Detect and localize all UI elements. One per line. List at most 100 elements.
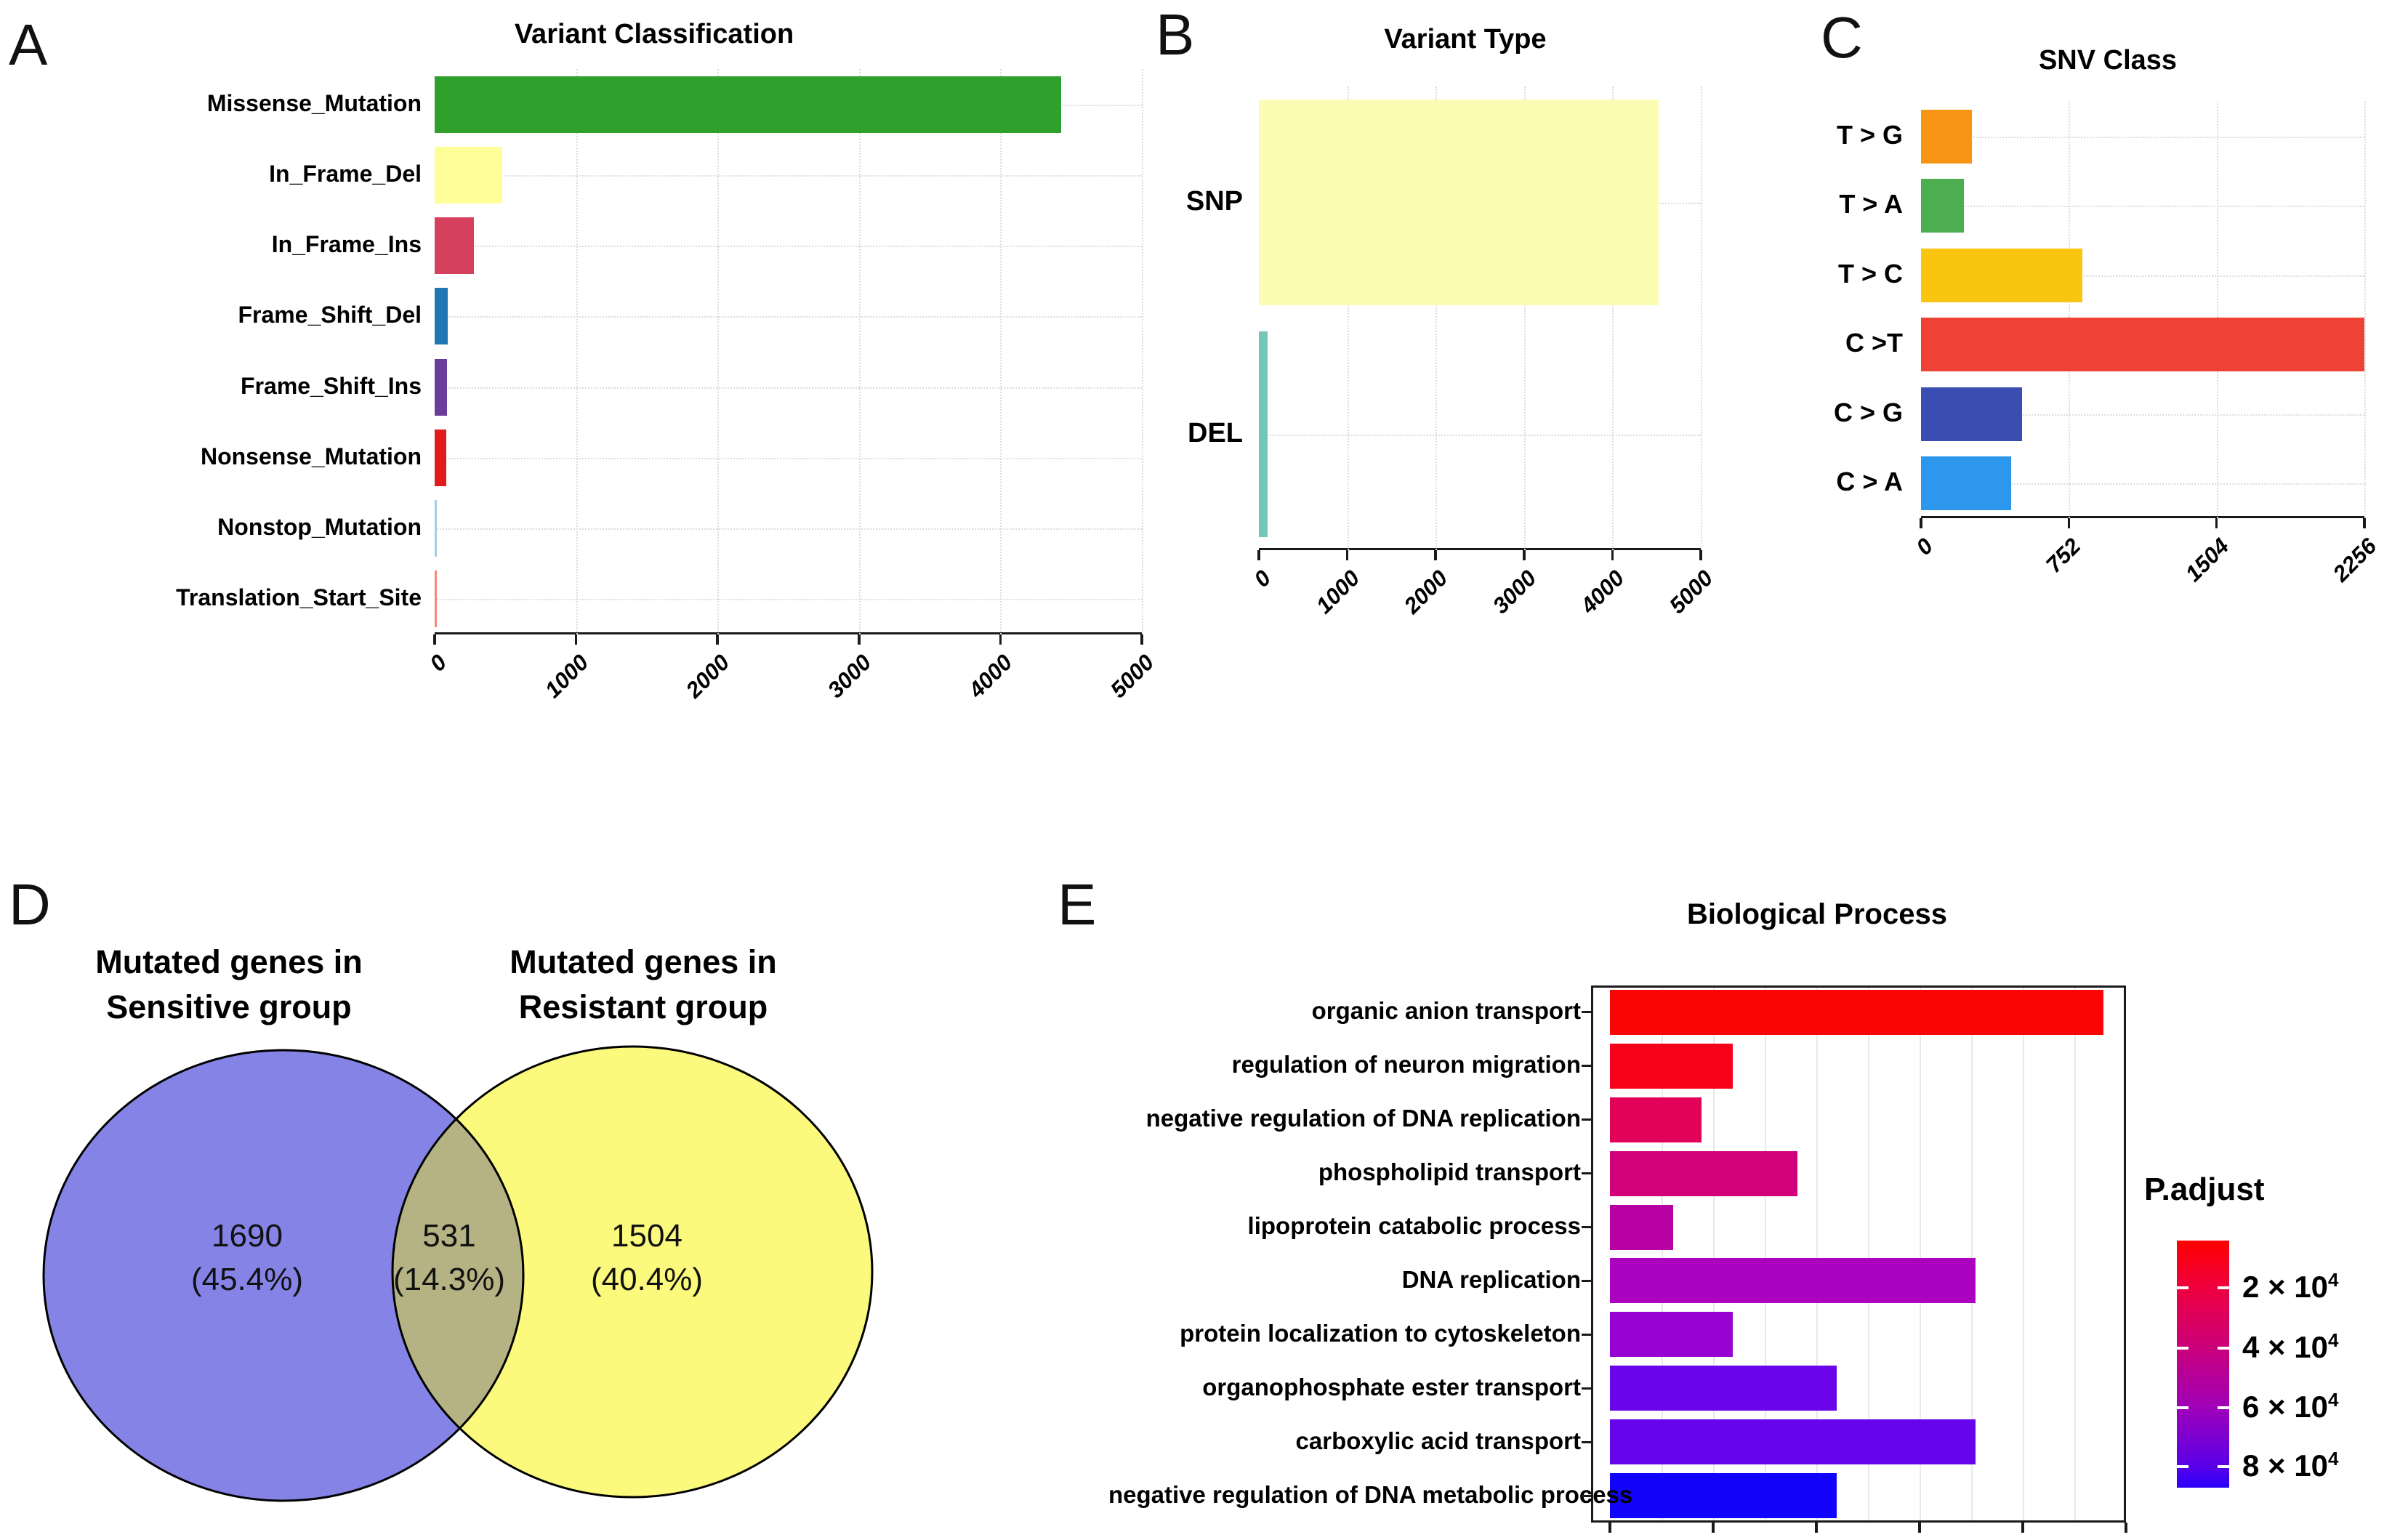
axis-tick-label: 3000 — [1487, 565, 1542, 619]
bar-lipoprotein-catabolic-process — [1610, 1204, 1673, 1250]
bar-frame-shift-ins — [435, 358, 447, 416]
bar-c-t — [1921, 318, 2364, 372]
axis-tick — [2215, 518, 2218, 528]
colorbar-tick — [2177, 1406, 2188, 1409]
grid-line — [1523, 86, 1526, 550]
grid-line — [1920, 988, 1921, 1520]
legend-tick-base: 2 × 10 — [2242, 1269, 2328, 1304]
axis-tick — [1582, 1065, 1591, 1068]
category-label-negative-regulation-of-dna-replication: negative regulation of DNA replication — [1145, 1105, 1581, 1132]
grid-line — [2364, 102, 2366, 518]
axis-tick — [858, 634, 861, 645]
grid-line — [1765, 988, 1766, 1520]
bar-missense-mutation — [435, 76, 1062, 133]
axis-tick — [1608, 1523, 1611, 1533]
axis-tick-label: 0 — [1249, 565, 1276, 592]
bar-c-g — [1921, 387, 2023, 441]
grid-line — [1713, 988, 1715, 1520]
category-label-lipoprotein-catabolic-process: lipoprotein catabolic process — [1247, 1212, 1581, 1240]
grid-line — [435, 246, 1142, 248]
panel-letter-c: C — [1821, 5, 1863, 70]
grid-line — [435, 599, 1142, 601]
axis-tick — [1920, 518, 1922, 528]
grid-line — [1921, 206, 2364, 208]
venn-overlap-value: 531 — [422, 1218, 475, 1254]
axis-tick — [1582, 1118, 1591, 1121]
axis-tick — [999, 634, 1002, 645]
venn-right-ellipse — [392, 1047, 872, 1497]
bar-translation-start-site — [435, 571, 437, 628]
axis-tick — [716, 634, 719, 645]
axis-tick-label: 2000 — [681, 649, 735, 704]
axis-tick-label: 2256 — [2327, 533, 2382, 587]
grid-line — [435, 387, 1142, 389]
bar-nonstop-mutation — [435, 500, 437, 557]
grid-line — [1259, 434, 1701, 436]
bar-frame-shift-del — [435, 288, 448, 345]
bar-protein-localization-to-cytoskeleton — [1610, 1312, 1733, 1358]
legend-tick-exponent: 4 — [2327, 1329, 2339, 1351]
legend-tick-label-1: 4 × 104 — [2242, 1331, 2338, 1363]
venn-right-value: 1504 — [611, 1218, 682, 1254]
category-label-c-t: C >T — [1845, 328, 1903, 358]
grid-line — [576, 69, 578, 634]
bar-organophosphate-ester-transport — [1610, 1366, 1837, 1411]
axis-tick — [1582, 1387, 1591, 1390]
axis-tick — [2067, 518, 2071, 528]
axis-tick — [1712, 1523, 1715, 1533]
colorbar-tick — [2218, 1406, 2229, 1409]
legend-tick-exponent: 4 — [2327, 1388, 2339, 1411]
axis-tick — [433, 634, 436, 645]
axis-tick — [2021, 1523, 2024, 1533]
panel-letter-a: A — [9, 12, 48, 77]
axis-tick — [1918, 1523, 1921, 1533]
axis-tick-label: 5000 — [1664, 565, 1718, 619]
axis-tick — [1434, 550, 1437, 560]
colorbar-tick — [2218, 1465, 2229, 1469]
venn-left-value: 1690 — [212, 1218, 283, 1254]
grid-line — [717, 69, 720, 634]
colorbar-tick — [2177, 1286, 2188, 1289]
venn-left-title: Mutated genes in Sensitive group — [36, 940, 422, 1030]
venn-diagram: 1690 (45.4%) 531 (14.3%) 1504 (40.4%) — [42, 1045, 874, 1502]
axis-tick — [1140, 634, 1143, 645]
grid-line — [858, 69, 861, 634]
axis-tick-label: 1000 — [1310, 565, 1364, 619]
axis-tick-label: 4000 — [1576, 565, 1630, 619]
axis-tick-label: 0 — [1911, 533, 1938, 560]
venn-left-outline — [42, 1049, 525, 1502]
bar-in-frame-del — [435, 146, 503, 203]
category-label-t-c: T > C — [1837, 258, 1903, 289]
venn-right-title: Mutated genes in Resistant group — [451, 940, 836, 1030]
axis-tick-label: 752 — [2041, 533, 2086, 578]
category-label-del: DEL — [1188, 417, 1243, 448]
grid-line — [1000, 69, 1002, 634]
bar-negative-regulation-of-dna-metabolic-process — [1610, 1473, 1837, 1519]
category-label-translation-start-site: Translation_Start_Site — [176, 584, 422, 611]
venn-left-ellipse — [44, 1050, 523, 1501]
axis-tick — [2363, 518, 2366, 528]
category-label-in-frame-ins: In_Frame_Ins — [271, 231, 422, 258]
legend-tick-exponent: 4 — [2327, 1448, 2339, 1470]
bar-t-c — [1921, 248, 2082, 302]
grid-line — [435, 316, 1142, 318]
variant_type-plot — [1259, 86, 1701, 550]
grid-line — [2069, 102, 2071, 518]
axis-tick — [1611, 550, 1614, 560]
category-label-organic-anion-transport: organic anion transport — [1311, 997, 1581, 1025]
venn-right-title-line1: Mutated genes in — [510, 943, 777, 980]
bar-t-g — [1921, 109, 1973, 164]
venn-right-title-line2: Resistant group — [518, 988, 768, 1025]
grid-line — [1662, 988, 1663, 1520]
biological_process-plot — [1591, 985, 2126, 1523]
category-label-negative-regulation-of-dna-metabolic-process: negative regulation of DNA metabolic pro… — [1108, 1480, 1633, 1508]
grid-line — [2216, 102, 2218, 518]
bar-c-a — [1921, 456, 2012, 511]
snv_class-plot — [1921, 102, 2364, 518]
category-label-t-g: T > G — [1836, 119, 1903, 150]
axis-tick — [1582, 1494, 1591, 1497]
grid-line — [1921, 483, 2364, 485]
variant-classification-title: Variant Classification — [514, 19, 794, 49]
axis-tick — [2125, 1523, 2127, 1533]
grid-line — [435, 457, 1142, 459]
